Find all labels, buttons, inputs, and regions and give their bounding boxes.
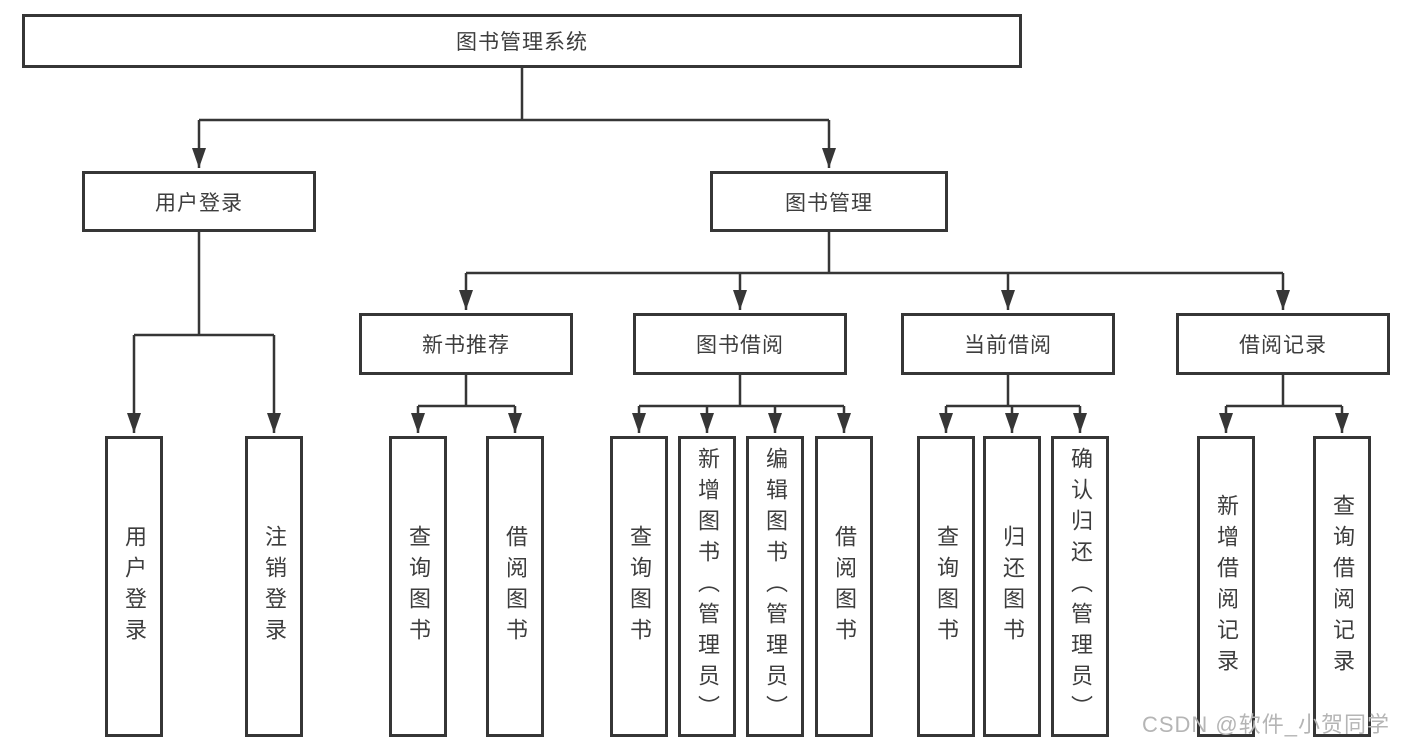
- watermark: CSDN @软件_小贺同学: [1141, 712, 1390, 737]
- connector-book-borrowing-children: [632, 375, 851, 433]
- connector-book-management-children: [459, 232, 1290, 310]
- leaf-borrow-books-recommend: 借阅图书: [486, 436, 544, 737]
- leaf-query-books-recommend: 查询图书: [389, 436, 447, 737]
- connector-root-to-level2: [192, 68, 836, 168]
- leaf-logout: 注销登录: [245, 436, 303, 737]
- node-user-login: 用户登录: [82, 171, 316, 232]
- leaf-edit-book-admin: 编辑图书（管理员）: [746, 436, 804, 737]
- leaf-query-books-current: 查询图书: [917, 436, 975, 737]
- node-book-management: 图书管理: [710, 171, 948, 232]
- leaf-borrow-books-borrowing: 借阅图书: [815, 436, 873, 737]
- node-root: 图书管理系统: [22, 14, 1022, 68]
- leaf-add-book-admin: 新增图书（管理员）: [678, 436, 736, 737]
- connector-user-login-children: [127, 232, 281, 433]
- leaf-query-borrow-record: 查询借阅记录: [1313, 436, 1371, 737]
- leaf-user-login: 用户登录: [105, 436, 163, 737]
- leaf-add-borrow-record: 新增借阅记录: [1197, 436, 1255, 737]
- node-current-borrowing: 当前借阅: [901, 313, 1115, 375]
- node-borrowing-records: 借阅记录: [1176, 313, 1390, 375]
- connector-borrowing-records-children: [1219, 375, 1349, 433]
- leaf-confirm-return-admin: 确认归还（管理员）: [1051, 436, 1109, 737]
- connector-current-borrowing-children: [939, 375, 1087, 433]
- leaf-return-books: 归还图书: [983, 436, 1041, 737]
- node-book-borrowing: 图书借阅: [633, 313, 847, 375]
- leaf-query-books-borrowing: 查询图书: [610, 436, 668, 737]
- connector-new-book-recommend-children: [411, 375, 522, 433]
- node-new-book-recommend: 新书推荐: [359, 313, 573, 375]
